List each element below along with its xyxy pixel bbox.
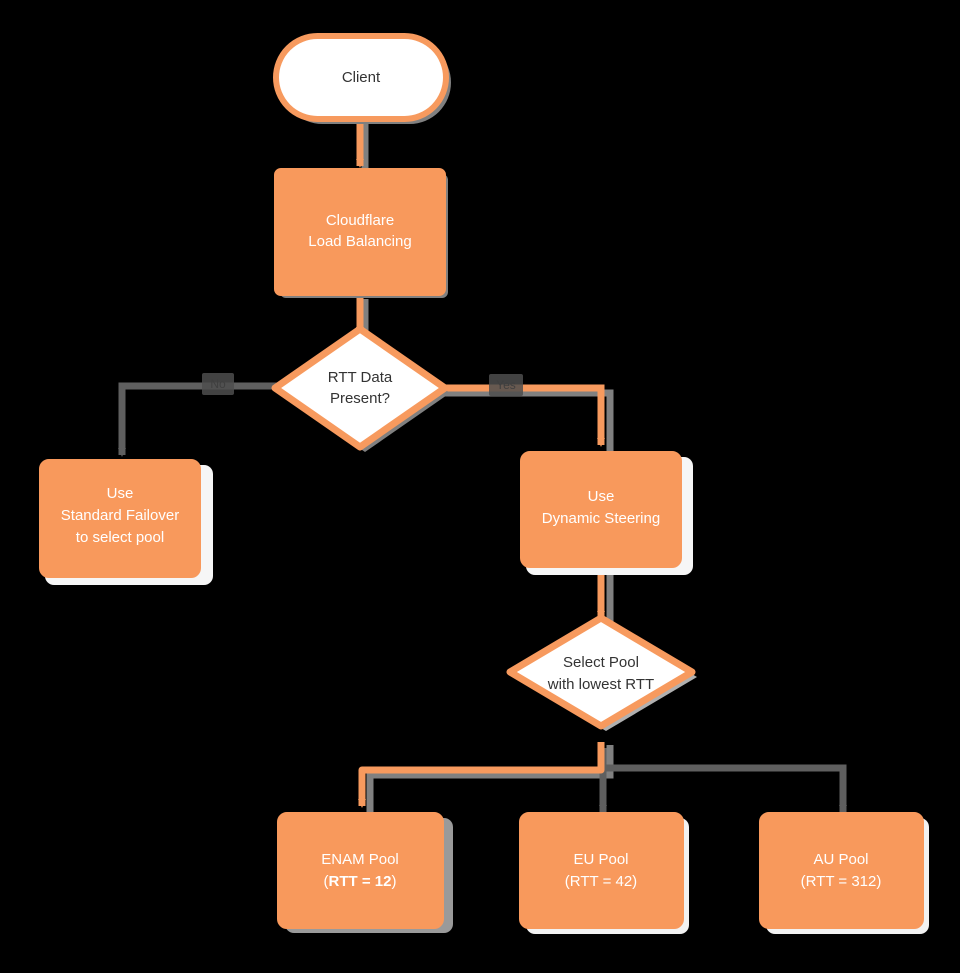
edge-label-yes-background <box>489 374 523 396</box>
node-failover-label-line2: Standard Failover <box>61 507 179 524</box>
node-rttq-label-line1: RTT Data <box>328 369 393 386</box>
node-enam-paren-open: ( <box>324 873 329 890</box>
node-eu-shape <box>519 812 684 929</box>
edge-rttq-to-failover <box>118 382 287 457</box>
node-enam-shape <box>277 812 444 929</box>
node-enam-label-line2: (RTT = 12) <box>324 873 397 890</box>
node-rttq-shape <box>271 325 449 451</box>
node-client[interactable]: Client <box>273 33 451 124</box>
node-enam-rtt-value: RTT = 12 <box>329 873 392 890</box>
node-enam-pool[interactable]: ENAM Pool (RTT = 12) <box>277 812 453 933</box>
node-rttq-label-line2: Present? <box>330 390 390 407</box>
edge-label-no: No <box>202 373 234 395</box>
node-au-label-line1: AU Pool <box>813 851 868 868</box>
node-eu-pool[interactable]: EU Pool (RTT = 42) <box>519 812 689 934</box>
node-selpool-shape <box>506 614 696 730</box>
node-cloudflare-load-balancing[interactable]: Cloudflare Load Balancing <box>274 168 448 298</box>
node-failover-label-line3: to select pool <box>76 529 164 546</box>
node-selpool-label-line1: Select Pool <box>563 654 639 671</box>
edge-label-yes: Yes <box>489 374 523 396</box>
node-clb-label-line1: Cloudflare <box>326 212 394 229</box>
node-select-pool-lowest-rtt[interactable]: Select Pool with lowest RTT <box>506 614 697 731</box>
node-client-shape <box>273 33 449 122</box>
edge-label-no-background <box>202 373 234 395</box>
node-client-label: Client <box>342 69 381 86</box>
node-failover-shape <box>39 459 201 578</box>
node-eu-label-line1: EU Pool <box>573 851 628 868</box>
edge-shadow-rttq-dynamic <box>443 389 614 452</box>
edge-rttq-to-dynamic <box>437 384 605 447</box>
node-dynamic-label-line2: Dynamic Steering <box>542 510 660 527</box>
node-dynamic-steering[interactable]: Use Dynamic Steering <box>520 451 693 575</box>
edge-label-yes-text: Yes <box>496 378 516 392</box>
edge-layer-default <box>118 382 847 814</box>
node-au-shape <box>759 812 924 929</box>
edge-label-no-text: No <box>210 377 226 391</box>
node-au-label-line2: (RTT = 312) <box>801 873 882 890</box>
node-dynamic-shape <box>520 451 682 568</box>
node-failover-label-line1: Use <box>107 485 134 502</box>
node-enam-label-line1: ENAM Pool <box>321 851 399 868</box>
node-au-pool[interactable]: AU Pool (RTT = 312) <box>759 812 929 934</box>
edge-shadow-selpool-enam <box>366 745 614 812</box>
node-clb-shape <box>274 168 446 296</box>
node-standard-failover[interactable]: Use Standard Failover to select pool <box>39 459 213 585</box>
node-rtt-data-present[interactable]: RTT Data Present? <box>271 325 450 452</box>
edge-selpool-to-enam <box>358 742 605 808</box>
node-enam-paren-close: ) <box>391 873 396 890</box>
node-dynamic-label-line1: Use <box>588 488 615 505</box>
edge-selpool-to-au <box>603 764 847 814</box>
node-selpool-label-line2: with lowest RTT <box>547 676 654 693</box>
node-clb-label-line2: Load Balancing <box>308 233 411 250</box>
node-eu-label-line2: (RTT = 42) <box>565 873 637 890</box>
